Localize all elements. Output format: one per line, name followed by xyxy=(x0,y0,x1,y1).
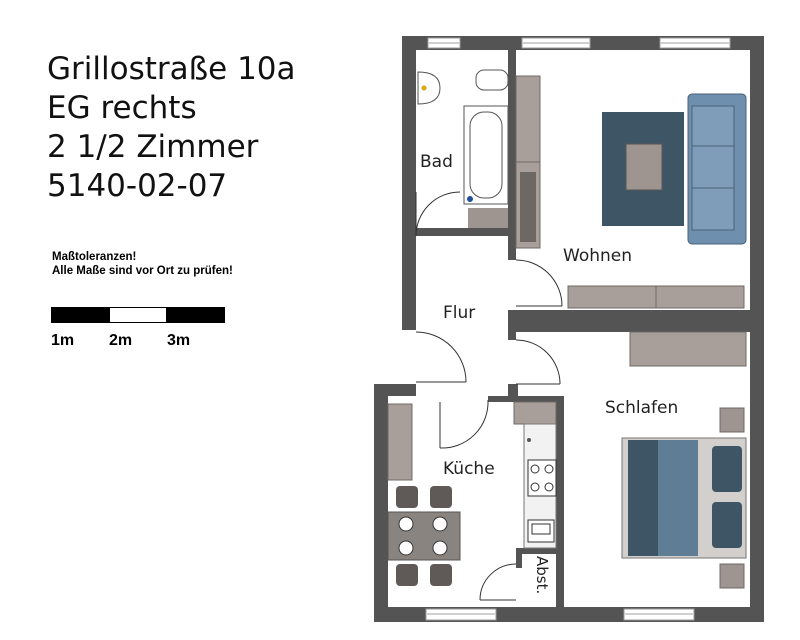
wall-abst-left xyxy=(516,548,522,568)
plate-icon xyxy=(398,516,414,532)
wall-hall-stub xyxy=(508,310,516,340)
tv-icon xyxy=(520,172,536,242)
chair-icon xyxy=(396,486,418,508)
nightstand-bottom xyxy=(719,563,745,589)
wall-bath-bottom xyxy=(416,228,508,236)
nightstand-top xyxy=(719,407,745,433)
coffee-table xyxy=(625,143,663,191)
kitchen-cabinet xyxy=(387,403,413,481)
sink-icon xyxy=(417,71,441,105)
kitchen-furniture xyxy=(387,401,557,586)
scale-label-1m: 1m xyxy=(51,332,75,349)
scale-bar xyxy=(51,307,225,325)
floor-line: EG rechts xyxy=(47,90,197,126)
rooms-line: 2 1/2 Zimmer xyxy=(47,129,259,165)
room-label-bad: Bad xyxy=(420,152,453,172)
plate-icon xyxy=(432,540,448,556)
scale-label-2m: 2m xyxy=(109,332,133,349)
wall-left-upper xyxy=(402,36,416,330)
wall-kitchen-top xyxy=(488,396,562,402)
scale-segment-2 xyxy=(109,307,167,323)
wall-bath-living xyxy=(508,50,516,260)
wall-right xyxy=(750,36,764,622)
scale-label-3m: 3m xyxy=(167,332,191,349)
chair-icon xyxy=(430,564,452,586)
tolerance-note: Maßtoleranzen! xyxy=(52,251,137,263)
verify-note: Alle Maße sind vor Ort zu prüfen! xyxy=(52,265,233,277)
pillow-bottom xyxy=(712,502,742,548)
wall-kitchen-bedroom xyxy=(556,396,564,607)
chair-icon xyxy=(396,564,418,586)
room-label-abst: Abst. xyxy=(533,556,551,595)
wall-kitchen-top-stub xyxy=(508,384,518,396)
room-label-wohnen: Wohnen xyxy=(563,246,632,266)
bathroom-fixtures xyxy=(417,69,509,228)
door-swings xyxy=(415,191,563,601)
stove-icon xyxy=(527,459,557,497)
wall-living-bedroom xyxy=(508,310,750,332)
wall-kitchen-top-left xyxy=(374,384,416,396)
dining-table xyxy=(387,511,461,561)
fridge xyxy=(513,401,557,425)
wall-abst-top xyxy=(516,548,564,554)
room-label-flur: Flur xyxy=(443,303,476,323)
living-room-furniture xyxy=(515,75,747,309)
wall-left-lower xyxy=(374,384,388,622)
scale-segment-3 xyxy=(167,307,225,323)
toilet-icon xyxy=(475,69,509,91)
address-line: Grillostraße 10a xyxy=(47,51,296,87)
bath-cabinet xyxy=(468,208,508,228)
tolerance-notes: Maßtoleranzen! Alle Maße sind vor Ort zu… xyxy=(52,250,233,278)
unit-number-line: 5140-02-07 xyxy=(47,168,228,204)
window-mullions xyxy=(426,42,730,615)
plate-icon xyxy=(398,540,414,556)
chair-icon xyxy=(430,486,452,508)
wardrobe xyxy=(629,331,747,367)
room-label-schlafen: Schlafen xyxy=(605,398,679,418)
pillow-top xyxy=(712,446,742,492)
title-block: Grillostraße 10a EG rechts 2 1/2 Zimmer … xyxy=(47,50,296,206)
plate-icon xyxy=(432,516,448,532)
scale-segment-1 xyxy=(51,307,109,323)
room-label-kueche: Küche xyxy=(443,459,495,479)
bedroom-furniture xyxy=(621,331,747,589)
